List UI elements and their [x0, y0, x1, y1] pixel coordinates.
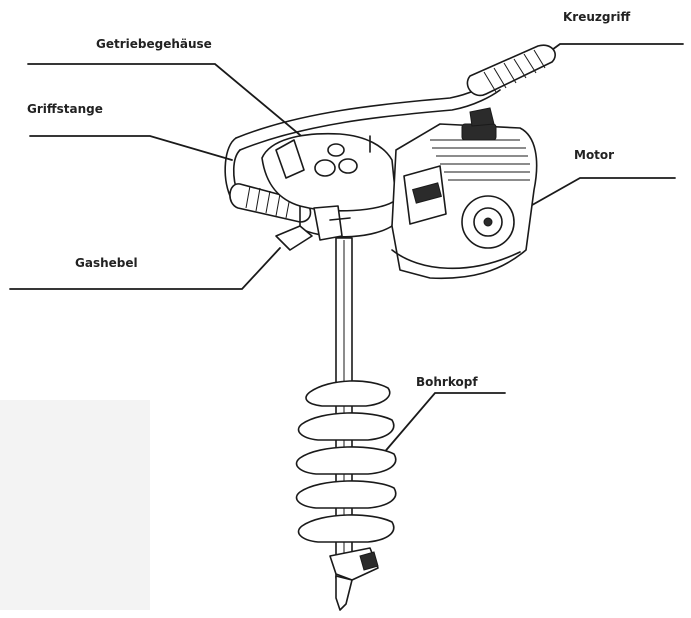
label-gashebel: Gashebel	[75, 256, 138, 270]
label-bohrkopf: Bohrkopf	[416, 375, 478, 389]
engine	[392, 108, 537, 278]
cross-grip	[467, 45, 555, 95]
leader-motor	[518, 178, 675, 213]
label-kreuzgriff: Kreuzgriff	[563, 10, 630, 24]
auger-bit	[297, 238, 396, 610]
label-griffstange: Griffstange	[27, 102, 103, 116]
label-motor: Motor	[574, 148, 614, 162]
auger-flights	[297, 381, 396, 542]
label-getriebegehaeuse: Getriebegehäuse	[96, 37, 212, 51]
leader-griffstange	[30, 136, 232, 160]
leader-bohrkopf	[382, 393, 505, 455]
leader-gashebel	[10, 248, 280, 289]
scan-smudge	[0, 400, 150, 610]
